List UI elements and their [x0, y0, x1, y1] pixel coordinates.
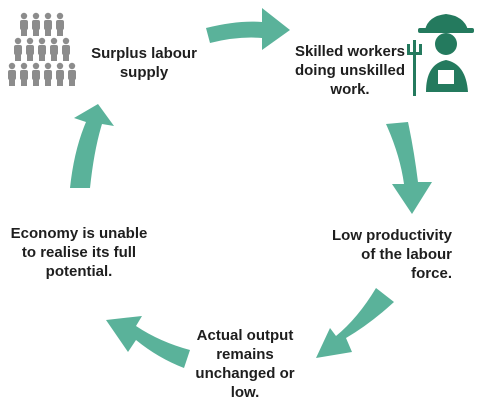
arrow-economy-to-surplus	[70, 104, 114, 188]
person-figure	[68, 62, 76, 86]
low-productivity-label: Low productivity of the labour force.	[332, 227, 452, 282]
person-figure	[26, 37, 34, 61]
farmer-icon	[407, 14, 474, 96]
person-figure	[50, 37, 58, 61]
arrow-output-to-economy	[106, 316, 190, 368]
person-figure	[32, 62, 40, 86]
person-figure	[44, 62, 52, 86]
person-figure	[56, 12, 64, 36]
person-figure	[62, 37, 70, 61]
arrow-productivity-to-output	[316, 288, 394, 358]
person-figure	[20, 12, 28, 36]
person-figure	[44, 12, 52, 36]
arrow-surplus-to-skilled	[206, 8, 290, 50]
people-group-icon	[8, 12, 76, 86]
surplus-labour-label: Surplus labour supply	[91, 45, 197, 81]
person-figure	[32, 12, 40, 36]
person-figure	[8, 62, 16, 86]
person-figure	[20, 62, 28, 86]
person-figure	[14, 37, 22, 61]
person-figure	[38, 37, 46, 61]
actual-output-label: Actual output remains unchanged or low.	[195, 327, 295, 401]
economy-unable-label: Economy is unable to realise its full po…	[10, 225, 148, 280]
person-figure	[56, 62, 64, 86]
skilled-workers-label: Skilled workers doing unskilled work.	[294, 43, 406, 98]
arrow-skilled-to-productivity	[386, 122, 432, 214]
